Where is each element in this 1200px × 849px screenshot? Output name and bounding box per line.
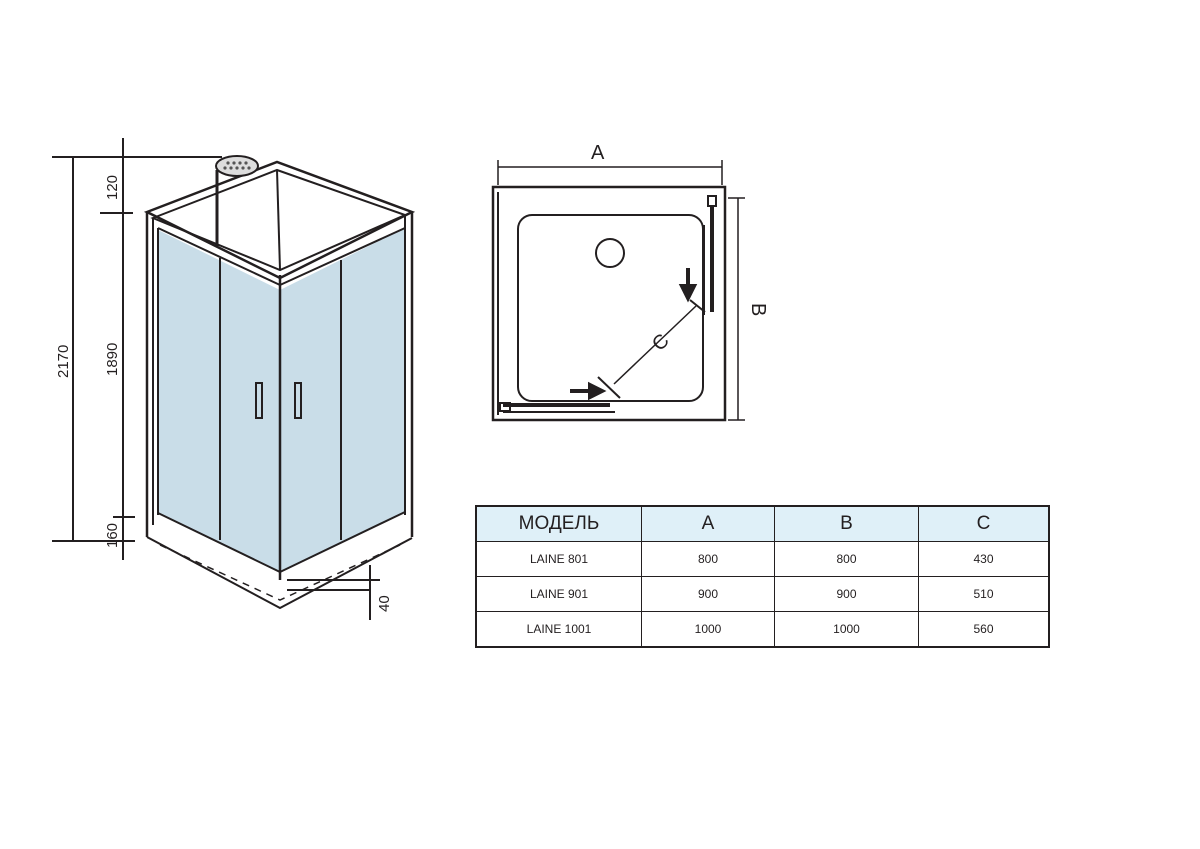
table-row: LAINE 1001 1000 1000 560 (475, 611, 1050, 648)
door-handle-left (255, 382, 263, 419)
cell-c: 430 (918, 541, 1050, 577)
table-row: LAINE 801 800 800 430 (475, 541, 1050, 577)
cell-b: 800 (774, 541, 919, 577)
dim-c-label: C (648, 330, 674, 356)
door-handle-right (294, 382, 302, 419)
cell-a: 800 (641, 541, 775, 577)
cell-model: LAINE 901 (475, 576, 642, 612)
arrow-right-icon (570, 381, 607, 401)
header-c: C (918, 505, 1050, 542)
model-dimensions-table: МОДЕЛЬ A B C LAINE 801 800 800 430 LAINE… (475, 505, 1050, 648)
dim-160: 160 (104, 523, 121, 548)
dim-2170: 2170 (55, 345, 72, 378)
header-a: A (641, 505, 775, 542)
glass-right (280, 228, 405, 572)
drain-icon (595, 238, 625, 268)
table-row: LAINE 901 900 900 510 (475, 576, 1050, 612)
cell-model: LAINE 1001 (475, 611, 642, 648)
table-header-row: МОДЕЛЬ A B C (475, 505, 1050, 542)
cell-model: LAINE 801 (475, 541, 642, 577)
cell-c: 510 (918, 576, 1050, 612)
cell-b: 1000 (774, 611, 919, 648)
cell-a: 1000 (641, 611, 775, 648)
height-dimensions (52, 138, 380, 620)
dim-a-label: A (591, 142, 605, 164)
cell-b: 900 (774, 576, 919, 612)
dim-120: 120 (104, 175, 121, 200)
arrow-down-icon (678, 268, 698, 303)
dim-40: 40 (376, 595, 393, 612)
header-b: B (774, 505, 919, 542)
shower-cabin-perspective (143, 155, 416, 610)
cell-a: 900 (641, 576, 775, 612)
dim-1890: 1890 (104, 343, 121, 376)
shower-top-view (491, 160, 745, 422)
header-model: МОДЕЛЬ (475, 505, 642, 542)
dim-b-label: B (747, 303, 769, 316)
cell-c: 560 (918, 611, 1050, 648)
shower-head-icon (215, 155, 259, 177)
